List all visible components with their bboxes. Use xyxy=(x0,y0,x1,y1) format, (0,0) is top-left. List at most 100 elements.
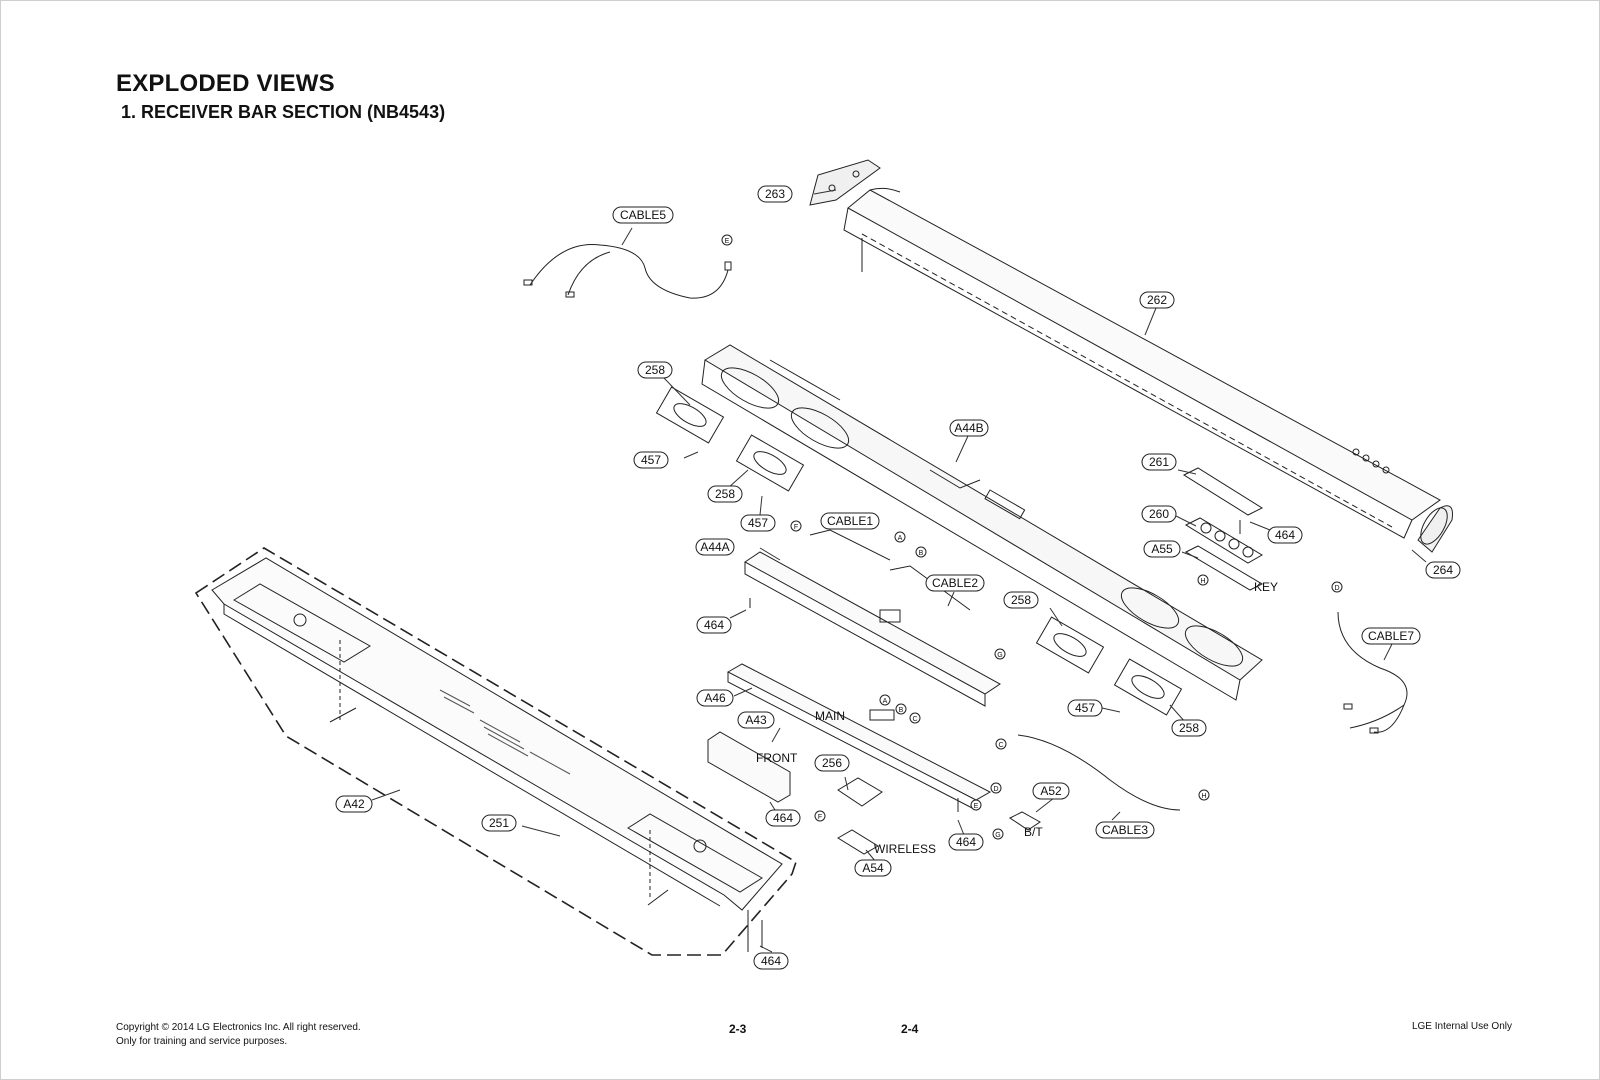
svg-text:A: A xyxy=(883,698,888,705)
callout-cable1-text: CABLE1 xyxy=(827,514,873,528)
callout-457-b-text: 457 xyxy=(748,516,768,530)
callout-a43: A43 xyxy=(737,711,775,729)
leader-lines xyxy=(371,189,1427,953)
speaker-units xyxy=(655,386,1183,716)
part-callouts: 263 CABLE5 262 258 457 258 457 A44B xyxy=(335,185,1461,970)
front-board-a43 xyxy=(707,731,791,803)
svg-text:G: G xyxy=(995,832,1000,839)
front-label: FRONT xyxy=(756,751,798,765)
callout-464-a: 464 xyxy=(1267,526,1303,544)
screws xyxy=(747,238,1241,952)
page-title: EXPLODED VIEWS xyxy=(116,70,335,97)
marker-f1: F xyxy=(790,520,802,532)
cable3-wire xyxy=(1017,734,1181,811)
svg-text:C: C xyxy=(998,742,1003,749)
footer-copyright: Copyright © 2014 LG Electronics Inc. All… xyxy=(116,1022,361,1033)
main-label: MAIN xyxy=(815,709,845,723)
svg-text:E: E xyxy=(974,803,979,810)
callout-a54: A54 xyxy=(854,859,892,877)
callout-464-c-text: 464 xyxy=(773,811,793,825)
key-board-a55 xyxy=(1182,467,1264,591)
callout-256-text: 256 xyxy=(822,756,842,770)
callout-264-text: 264 xyxy=(1433,563,1453,577)
key-label: KEY xyxy=(1254,580,1278,594)
callout-258-c-text: 258 xyxy=(1011,593,1031,607)
callout-a54-text: A54 xyxy=(862,861,884,875)
callout-464-d: 464 xyxy=(948,833,984,851)
section-subtitle: 1. RECEIVER BAR SECTION (NB4543) xyxy=(121,102,446,122)
cable5-wire xyxy=(523,244,732,299)
callout-cable5: CABLE5 xyxy=(612,206,674,224)
bracket-263 xyxy=(809,159,881,206)
svg-text:C: C xyxy=(912,716,917,723)
callout-a55: A55 xyxy=(1143,540,1181,558)
svg-text:D: D xyxy=(993,786,998,793)
marker-h1: H xyxy=(1197,574,1209,586)
callout-262: 262 xyxy=(1139,291,1175,309)
callout-464-b: 464 xyxy=(696,616,732,634)
callout-258-d-text: 258 xyxy=(1179,721,1199,735)
marker-g1: G xyxy=(994,648,1006,660)
callout-457-c: 457 xyxy=(1067,699,1103,717)
svg-text:A: A xyxy=(898,535,903,542)
callout-256: 256 xyxy=(814,754,850,772)
callout-a46: A46 xyxy=(696,689,734,707)
marker-c3: C xyxy=(995,738,1007,750)
callout-a42: A42 xyxy=(335,795,373,813)
svg-text:B: B xyxy=(919,550,924,557)
callout-258-a: 258 xyxy=(637,361,673,379)
svg-text:H: H xyxy=(1200,578,1205,585)
callout-260: 260 xyxy=(1141,505,1177,523)
callout-258-b: 258 xyxy=(707,485,743,503)
callout-cable3: CABLE3 xyxy=(1095,821,1155,839)
callout-cable1: CABLE1 xyxy=(820,512,880,530)
footer-classification: LGE Internal Use Only xyxy=(1411,1021,1512,1032)
callout-a43-text: A43 xyxy=(745,713,767,727)
connector-markers: E F A B G H D A B C C D E H F G xyxy=(721,234,1343,840)
marker-b1: B xyxy=(915,546,927,558)
callout-a44a: A44A xyxy=(695,538,735,556)
marker-e1: E xyxy=(721,234,733,246)
callout-464-c: 464 xyxy=(765,809,801,827)
callout-464-d-text: 464 xyxy=(956,835,976,849)
callout-260-text: 260 xyxy=(1149,507,1169,521)
callout-cable7-text: CABLE7 xyxy=(1368,629,1414,643)
base-cabinet-a42 xyxy=(194,547,797,956)
board-text-labels: KEY MAIN FRONT B/T WIRELESS xyxy=(756,580,1278,856)
footer-copyright-block: Copyright © 2014 LG Electronics Inc. All… xyxy=(116,1021,361,1049)
end-cap-264 xyxy=(1417,505,1453,553)
callout-251-text: 251 xyxy=(489,816,509,830)
callout-263-text: 263 xyxy=(765,187,785,201)
callout-a52-text: A52 xyxy=(1040,784,1062,798)
footer-page-right: 2-4 xyxy=(901,1022,919,1036)
callout-261-text: 261 xyxy=(1149,455,1169,469)
callout-258-a-text: 258 xyxy=(645,363,665,377)
top-cover-262 xyxy=(843,187,1441,539)
marker-f2: F xyxy=(814,810,826,822)
callout-cable7: CABLE7 xyxy=(1361,627,1421,645)
callout-464-e: 464 xyxy=(753,952,789,970)
callout-261: 261 xyxy=(1141,453,1177,471)
svg-text:H: H xyxy=(1201,793,1206,800)
callout-258-c: 258 xyxy=(1003,591,1039,609)
callout-cable5-text: CABLE5 xyxy=(620,208,666,222)
callout-258-b-text: 258 xyxy=(715,487,735,501)
callout-264: 264 xyxy=(1425,561,1461,579)
callout-457-b: 457 xyxy=(740,514,776,532)
callout-a44a-text: A44A xyxy=(700,540,729,554)
marker-e2: E xyxy=(970,799,982,811)
svg-text:B: B xyxy=(899,707,904,714)
callout-251: 251 xyxy=(481,814,517,832)
callout-a42-text: A42 xyxy=(343,797,365,811)
callout-464-e-text: 464 xyxy=(761,954,781,968)
callout-cable2-text: CABLE2 xyxy=(932,576,978,590)
small-modules xyxy=(837,777,1041,855)
callout-464-a-text: 464 xyxy=(1275,528,1295,542)
footer-purpose: Only for training and service purposes. xyxy=(116,1036,288,1047)
marker-g2: G xyxy=(992,828,1004,840)
marker-c2: C xyxy=(909,712,921,724)
callout-a52: A52 xyxy=(1032,782,1070,800)
marker-b2: B xyxy=(895,703,907,715)
callout-a46-text: A46 xyxy=(704,691,726,705)
